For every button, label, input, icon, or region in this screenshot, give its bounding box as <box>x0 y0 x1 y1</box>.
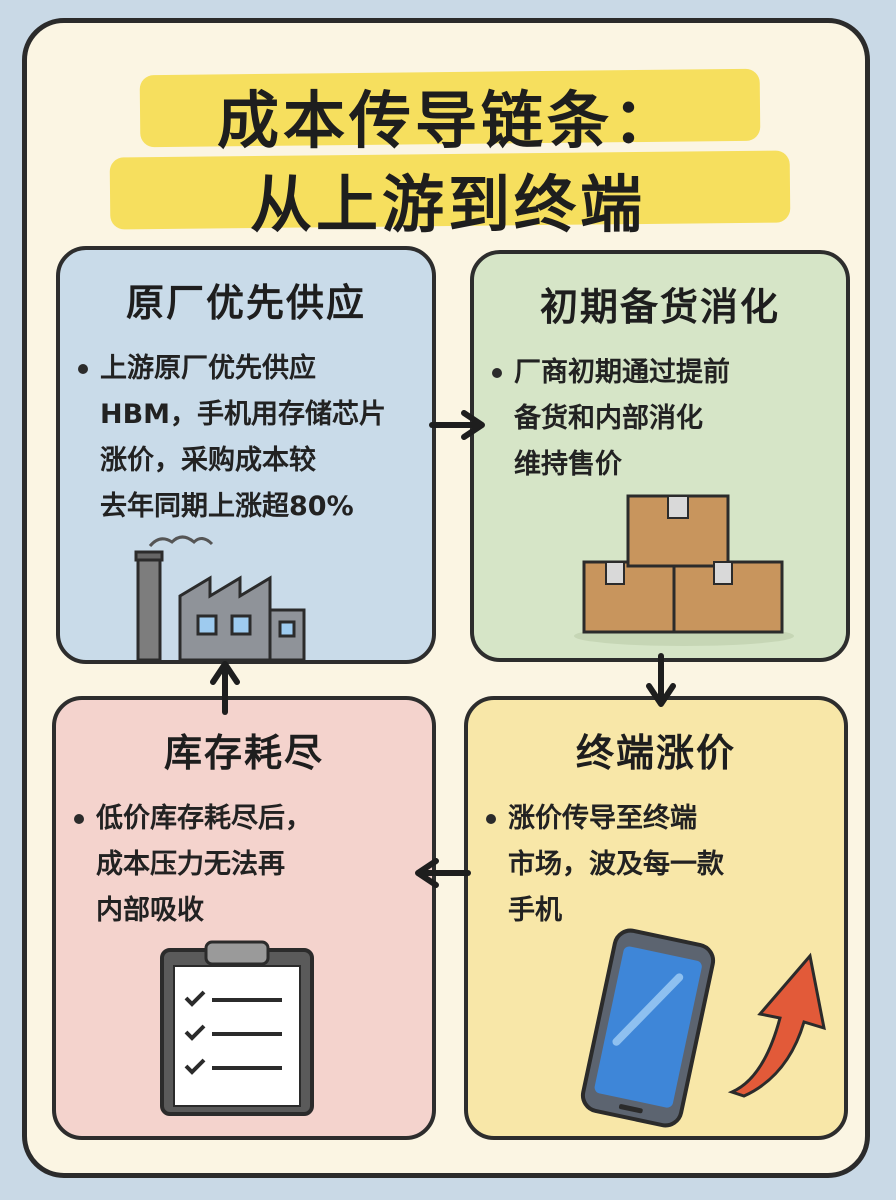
card-line: 厂商初期通过提前 <box>514 357 730 388</box>
card-line: 去年同期上涨超80% <box>100 491 354 522</box>
bullet-dot <box>74 814 84 824</box>
card-line: 涨价传导至终端 <box>508 803 697 834</box>
card-line: 维持售价 <box>514 449 622 480</box>
card-line: 涨价，采购成本较 <box>100 445 316 476</box>
bullet-dot <box>486 814 496 824</box>
card-body: 涨价传导至终端 市场，波及每一款 手机 <box>508 796 824 934</box>
card-line: 备货和内部消化 <box>514 403 703 434</box>
card-title: 原厂优先供应 <box>125 281 366 325</box>
title-line-1: 成本传导链条： <box>216 84 679 157</box>
card-initial-stock: 初期备货消化 厂商初期通过提前 备货和内部消化 维持售价 <box>470 250 850 662</box>
card-line: 内部吸收 <box>96 895 204 926</box>
bullet-dot <box>78 364 88 374</box>
boxes-icon <box>574 486 794 650</box>
card-body: 上游原厂优先供应 HBM，手机用存储芯片 涨价，采购成本较 去年同期上涨超80% <box>100 346 412 530</box>
card-body: 低价库存耗尽后， 成本压力无法再 内部吸收 <box>96 796 412 934</box>
card-supplier-priority: 原厂优先供应 上游原厂优先供应 HBM，手机用存储芯片 涨价，采购成本较 去年同… <box>56 246 436 664</box>
clipboard-checklist-icon <box>152 938 322 1122</box>
card-retail-price-rise: 终端涨价 涨价传导至终端 市场，波及每一款 手机 <box>464 696 848 1140</box>
arrow-left-icon <box>412 856 472 894</box>
card-title: 初期备货消化 <box>539 285 780 329</box>
card-line: 低价库存耗尽后， <box>96 803 312 834</box>
smartphone-icon <box>568 928 728 1132</box>
arrow-down-icon <box>644 652 678 712</box>
card-line: 手机 <box>508 895 562 926</box>
card-line: 成本压力无法再 <box>96 849 285 880</box>
card-body: 厂商初期通过提前 备货和内部消化 维持售价 <box>514 350 826 488</box>
bullet-dot <box>492 368 502 378</box>
card-inventory-depleted: 库存耗尽 低价库存耗尽后， 成本压力无法再 内部吸收 <box>52 696 436 1140</box>
arrow-up-icon <box>208 660 242 720</box>
arrow-right-icon <box>428 408 488 446</box>
card-line: 市场，波及每一款 <box>508 849 724 880</box>
card-title: 终端涨价 <box>575 731 736 775</box>
factory-icon <box>120 526 320 660</box>
trend-up-arrow-icon <box>724 948 834 1102</box>
title-line-2: 从上游到终端 <box>249 168 646 241</box>
poster-title: 成本传导链条： 从上游到终端 <box>80 62 816 241</box>
card-title: 库存耗尽 <box>163 731 324 775</box>
card-line: 上游原厂优先供应 <box>100 353 316 384</box>
card-line: HBM，手机用存储芯片 <box>100 399 387 430</box>
